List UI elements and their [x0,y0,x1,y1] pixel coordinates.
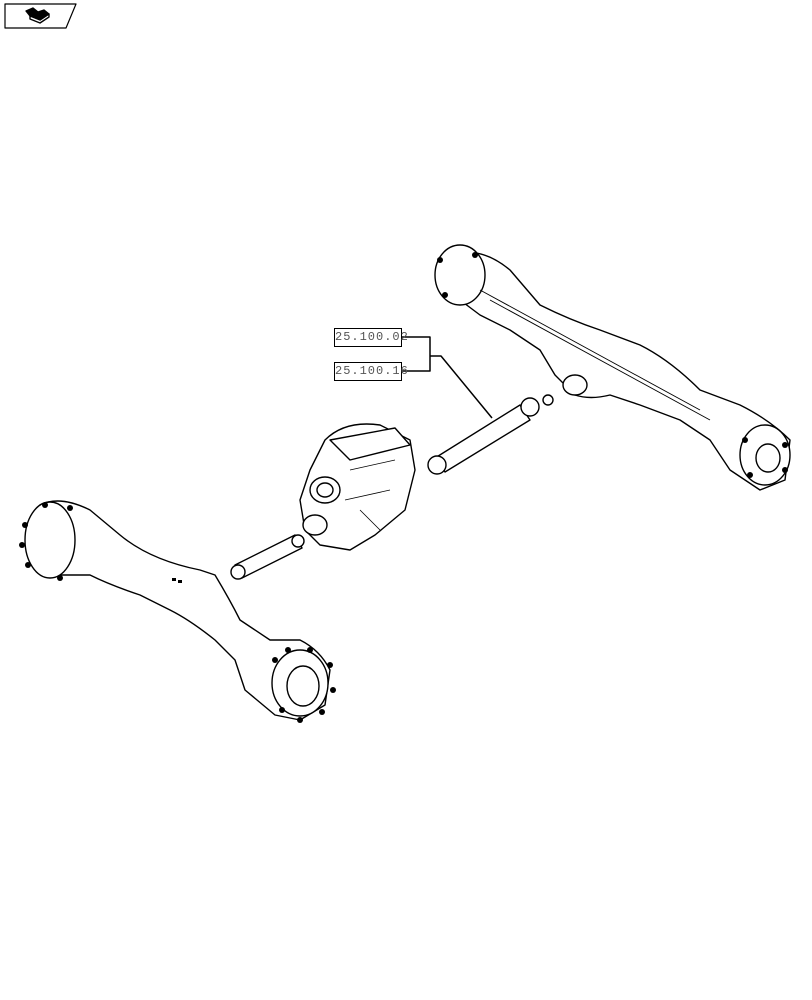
reference-leader-lines [402,336,493,419]
book-page-icon [25,7,50,24]
rear-drive-shaft [230,534,305,580]
front-axle [434,244,791,491]
reference-label-25-100-02[interactable]: 25.100.02 [334,328,408,347]
reference-label-25-100-16[interactable]: 25.100.16 [334,362,408,381]
front-drive-shaft [427,394,554,475]
navigation-tab[interactable] [4,3,77,29]
rear-axle [19,500,336,723]
transmission [299,423,416,551]
